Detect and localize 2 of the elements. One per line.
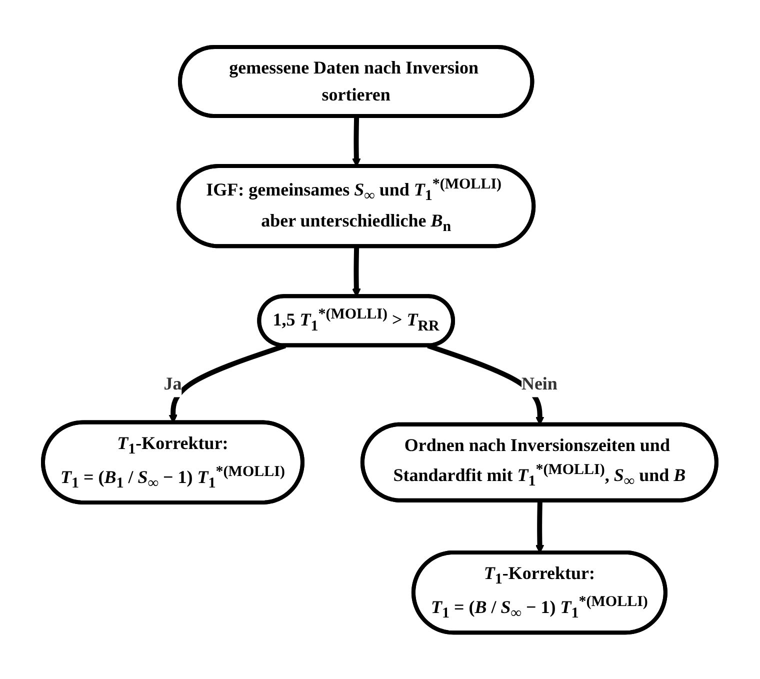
edge-label: Ja [164, 372, 182, 393]
edge-label: Nein [522, 372, 558, 393]
